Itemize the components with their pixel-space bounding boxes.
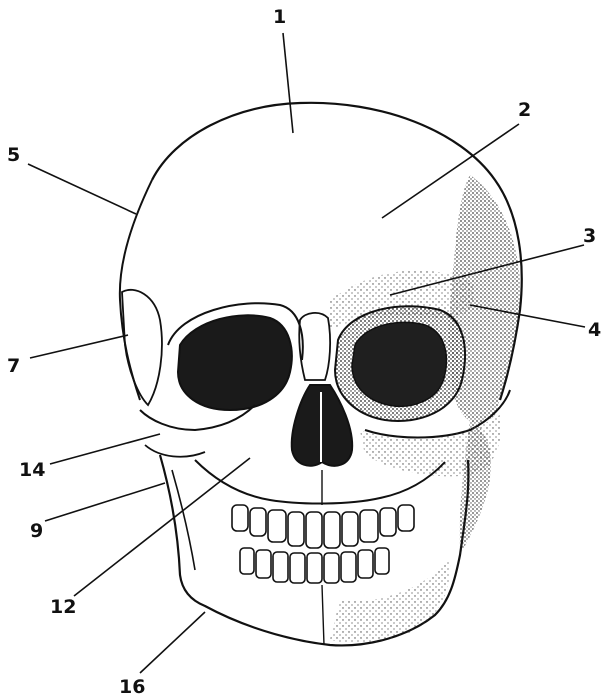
label-14: 14 [19, 461, 45, 480]
nasal-bone [299, 313, 330, 380]
right-orbit [352, 322, 446, 406]
label-16: 16 [119, 678, 145, 697]
label-12: 12 [50, 598, 76, 617]
label-1: 1 [273, 8, 286, 27]
leader-9 [45, 483, 165, 521]
left-orbit [178, 315, 292, 410]
leader-12 [74, 458, 250, 596]
label-3: 3 [583, 227, 596, 246]
label-5: 5 [7, 146, 20, 165]
leader-16 [140, 612, 205, 673]
lower-teeth [240, 548, 389, 583]
leader-1 [283, 33, 293, 133]
label-2: 2 [518, 101, 531, 120]
leader-14 [50, 434, 160, 464]
label-4: 4 [588, 321, 601, 340]
left-zygomatic-lower [145, 445, 205, 457]
leader-5 [28, 164, 136, 214]
upper-teeth [232, 505, 414, 548]
label-9: 9 [30, 522, 43, 541]
label-7: 7 [7, 357, 20, 376]
left-temporal-bone [122, 290, 162, 405]
leader-7 [30, 335, 128, 358]
